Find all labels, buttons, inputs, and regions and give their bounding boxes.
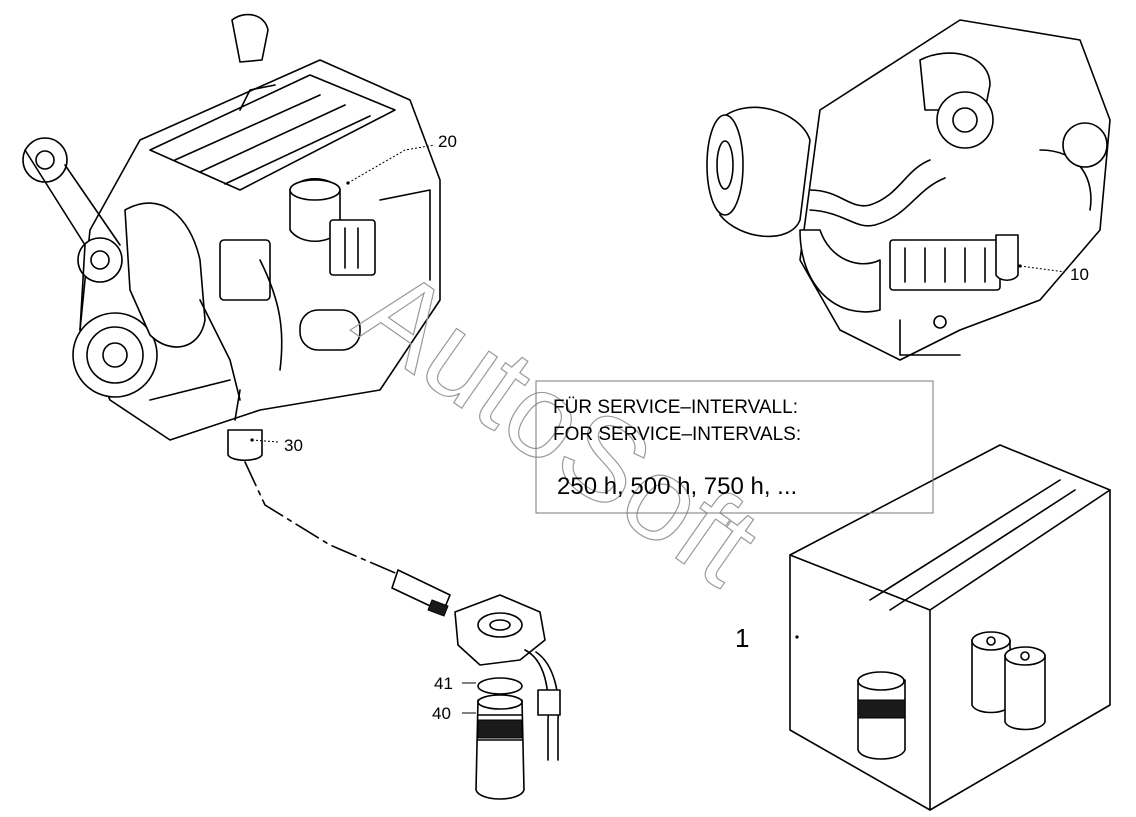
- callout-1: 1: [735, 623, 749, 653]
- callout-leaders: [250, 144, 1066, 714]
- service-interval-note: FÜR SERVICE–INTERVALL: FOR SERVICE–INTER…: [535, 380, 934, 514]
- engine-left-illustration: [22, 13, 441, 462]
- service-kit-box-illustration: [789, 444, 1111, 811]
- callout-20: 20: [438, 132, 457, 151]
- callout-10: 10: [1070, 265, 1089, 284]
- service-note-intervals: 250 h, 500 h, 750 h, ...: [557, 473, 797, 500]
- engine-right-illustration: [706, 19, 1111, 361]
- service-note-line-en: FOR SERVICE–INTERVALS:: [553, 424, 801, 445]
- fuel-filter-illustration: [244, 461, 561, 800]
- callout-41: 41: [434, 674, 453, 693]
- service-note-line-de: FÜR SERVICE–INTERVALL:: [553, 397, 798, 418]
- callout-30: 30: [284, 436, 303, 455]
- callout-40: 40: [432, 704, 451, 723]
